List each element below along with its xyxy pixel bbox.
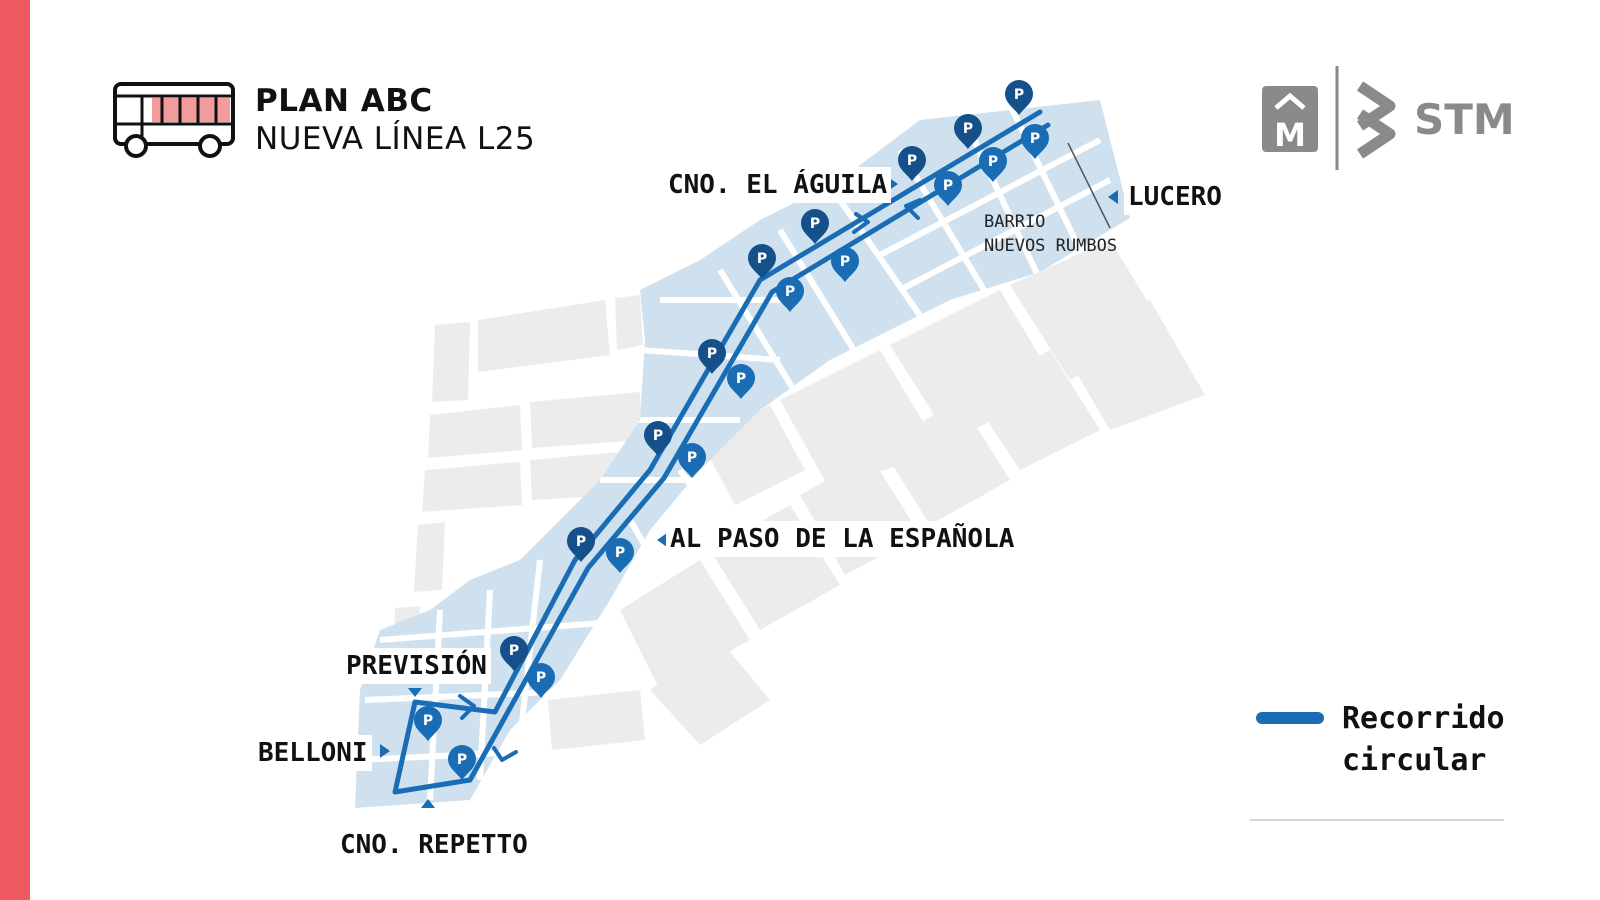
plan-title: PLAN ABC: [255, 83, 433, 119]
svg-text:P: P: [785, 284, 795, 300]
svg-text:P: P: [423, 713, 433, 729]
parking-marker: P: [727, 364, 755, 399]
svg-text:P: P: [1030, 131, 1040, 147]
svg-text:P: P: [509, 643, 519, 659]
svg-text:P: P: [963, 121, 973, 137]
parking-marker: P: [567, 527, 595, 562]
stm-logo-mark: [1356, 81, 1396, 159]
svg-text:M: M: [1274, 116, 1306, 154]
parking-marker: P: [776, 277, 804, 312]
parking-marker: P: [698, 339, 726, 374]
parking-marker: P: [448, 745, 476, 780]
svg-text:P: P: [457, 752, 467, 768]
line-title: NUEVA LÍNEA L25: [255, 121, 536, 157]
svg-text:P: P: [907, 153, 917, 169]
parking-markers: P P P P P P P P P P P P P P P P P P P P: [414, 80, 1049, 780]
svg-text:P: P: [810, 216, 820, 232]
svg-text:P: P: [687, 450, 697, 466]
parking-marker: P: [414, 706, 442, 741]
svg-text:P: P: [757, 251, 767, 267]
route-direction-arrows: [458, 198, 922, 762]
legend-route-swatch: [1256, 712, 1324, 724]
logos: M STM: [1262, 66, 1515, 170]
parking-marker: P: [898, 146, 926, 181]
side-accent-stripe: [0, 0, 30, 900]
svg-text:P: P: [576, 534, 586, 550]
svg-text:P: P: [736, 371, 746, 387]
stop-label-cno-repetto: CNO. REPETTO: [336, 827, 532, 863]
parking-marker: P: [606, 538, 634, 573]
montevideo-logo: M: [1262, 86, 1318, 154]
svg-text:P: P: [615, 545, 625, 561]
parking-marker: P: [801, 209, 829, 244]
parking-marker: P: [1005, 80, 1033, 115]
stop-label-al-paso-de-la-espanola: AL PASO DE LA ESPAÑOLA: [666, 521, 1019, 557]
svg-text:P: P: [707, 346, 717, 362]
parking-marker: P: [500, 636, 528, 671]
city-blocks-gray: [392, 240, 1205, 750]
parking-marker: P: [954, 114, 982, 149]
svg-text:P: P: [943, 178, 953, 194]
parking-marker: P: [934, 171, 962, 206]
svg-text:P: P: [988, 154, 998, 170]
bus-icon: [113, 82, 235, 158]
neighborhood-line-1: BARRIO: [984, 212, 1046, 232]
neighborhood-line-2: NUEVOS RUMBOS: [984, 236, 1118, 256]
lucero-leader-line: [1067, 142, 1111, 229]
stm-label: STM: [1414, 95, 1515, 144]
parking-marker: P: [1021, 124, 1049, 159]
svg-text:P: P: [1014, 87, 1024, 103]
stop-label-cno-el-aguila: CNO. EL ÁGUILA: [664, 167, 892, 203]
parking-marker: P: [831, 247, 859, 282]
parking-marker: P: [644, 421, 672, 456]
legend-divider: [1250, 819, 1504, 821]
stop-label-lucero: LUCERO: [1124, 179, 1226, 215]
legend-route-label: Recorrido circular: [1342, 701, 1505, 778]
svg-text:P: P: [653, 428, 663, 444]
neighborhood-label: BARRIO NUEVOS RUMBOS: [984, 210, 1117, 258]
stop-label-prevision: PREVISIÓN: [342, 648, 491, 684]
svg-text:P: P: [840, 254, 850, 270]
parking-marker: P: [979, 147, 1007, 182]
parking-marker: P: [748, 244, 776, 279]
parking-marker: P: [678, 443, 706, 478]
svg-text:P: P: [536, 670, 546, 686]
stop-label-belloni: BELLONI: [254, 735, 372, 771]
parking-marker: P: [527, 663, 555, 698]
